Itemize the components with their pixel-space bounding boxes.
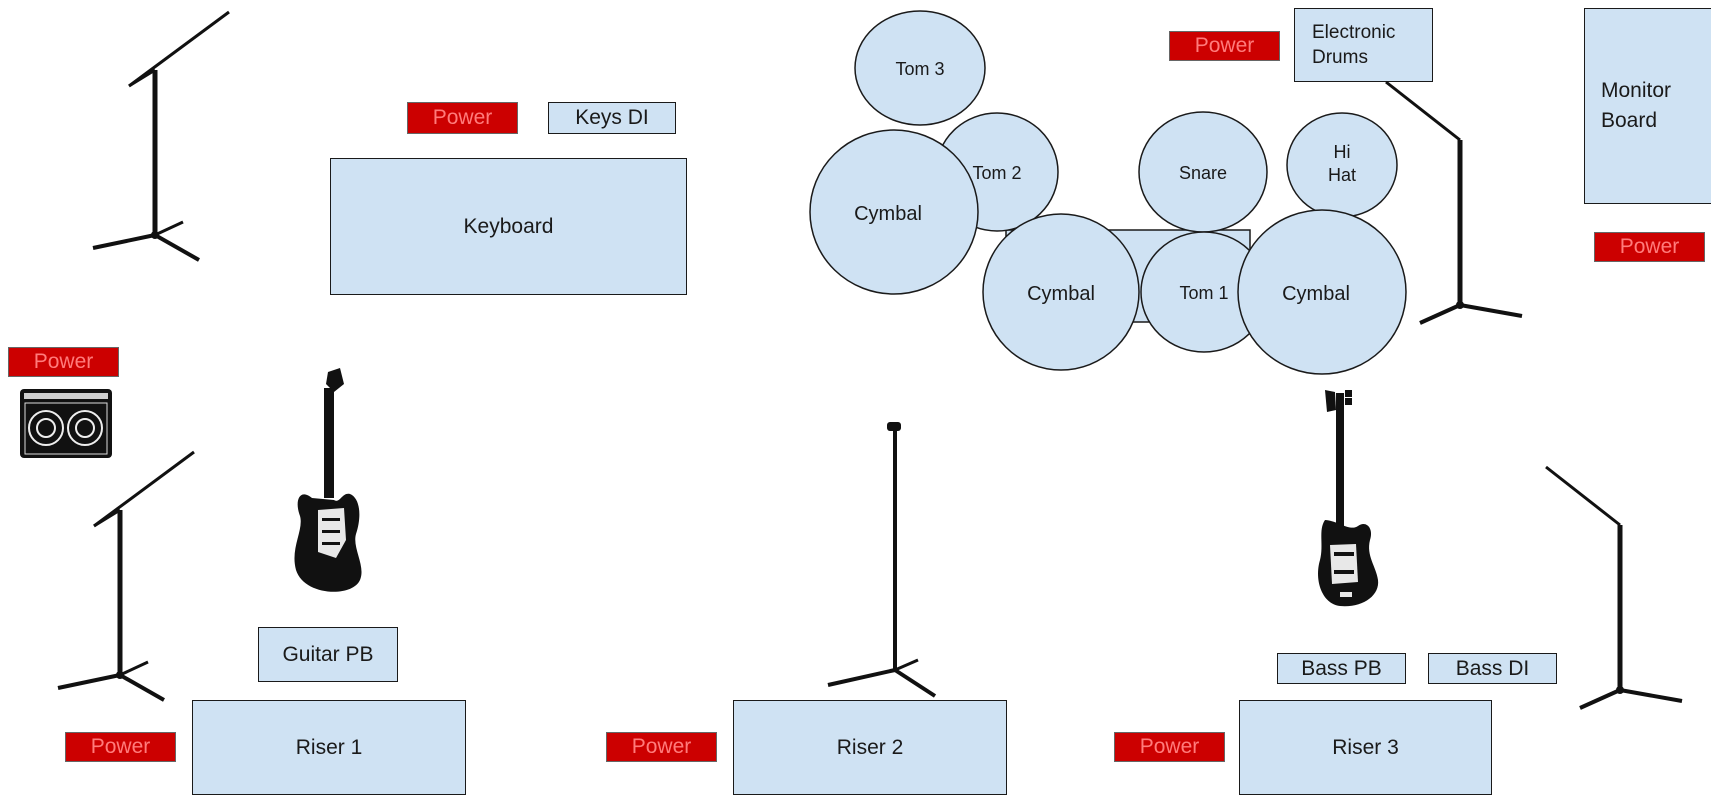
power-label: Power [90,735,151,758]
tom-2-label: Tom 2 [972,163,1021,183]
hi-hat-label-2: Hat [1328,165,1356,185]
guitar-pb-box: Guitar PB [258,627,398,682]
electronic-drums-line1: Electronic [1312,22,1396,43]
keyboard-box: Keyboard [330,158,687,295]
power-label: Power [1619,235,1680,258]
bass-di-label: Bass DI [1455,656,1530,680]
riser-1-box: Riser 1 [192,700,466,795]
power-box-drums: Power [1169,31,1280,61]
power-label: Power [33,350,94,373]
guitar-amp-icon [20,389,112,458]
boom-mic-stand-icon [1546,467,1682,708]
snare: Snare [1138,111,1268,233]
hi-hat: Hi Hat [1286,112,1398,218]
straight-mic-stand-icon [827,422,937,698]
cymbal-middle: Cymbal [982,213,1140,371]
keyboard-label: Keyboard [463,214,554,238]
power-label: Power [1194,34,1255,57]
tom-3: Tom 3 [854,10,986,126]
bass-pb-label: Bass PB [1301,656,1382,680]
riser-3-label: Riser 3 [1332,735,1399,759]
snare-label: Snare [1179,163,1227,183]
riser-3-box: Riser 3 [1239,700,1492,795]
cymbal-right-label: Cymbal [1282,283,1350,305]
monitor-board-box: Monitor Board [1584,8,1711,204]
cymbal-middle-label: Cymbal [1027,283,1095,305]
electronic-drums-line2: Drums [1312,47,1368,68]
tom-1-label: Tom 1 [1179,283,1228,303]
monitor-board-label: Monitor Board [1601,76,1671,136]
power-label: Power [631,735,692,758]
electric-guitar-icon [294,368,362,592]
cymbal-left-label: Cymbal [854,203,922,225]
power-box-keys: Power [407,102,518,134]
power-box-riser-1: Power [65,732,176,762]
monitor-board-line1: Monitor [1601,79,1672,102]
riser-2-box: Riser 2 [733,700,1007,795]
electronic-drums-label: Electronic Drums [1312,20,1395,70]
tom-3-label: Tom 3 [895,59,944,79]
boom-mic-stand-icon [93,12,229,260]
monitor-board-line2: Board [1601,109,1658,132]
tom-1: Tom 1 [1140,231,1268,353]
riser-1-label: Riser 1 [295,735,363,759]
power-box-riser-3: Power [1114,732,1225,762]
cymbal-left: Cymbal [809,129,979,295]
hi-hat-label-1: Hi [1334,142,1351,162]
keys-di-label: Keys DI [575,106,649,129]
bass-guitar-icon [1318,390,1379,607]
guitar-pb-label: Guitar PB [282,642,374,666]
bass-pb-box: Bass PB [1277,653,1406,684]
cymbal-right: Cymbal [1237,209,1407,375]
power-label: Power [432,106,493,129]
power-box-monitor: Power [1594,232,1705,262]
boom-mic-stand-icon [58,452,194,700]
power-label: Power [1139,735,1200,758]
power-box-riser-2: Power [606,732,717,762]
electronic-drums-box: Electronic Drums [1294,8,1433,82]
power-box-amp: Power [8,347,119,377]
riser-2-label: Riser 2 [836,735,904,759]
bass-di-box: Bass DI [1428,653,1557,684]
keys-di-box: Keys DI [548,102,676,134]
